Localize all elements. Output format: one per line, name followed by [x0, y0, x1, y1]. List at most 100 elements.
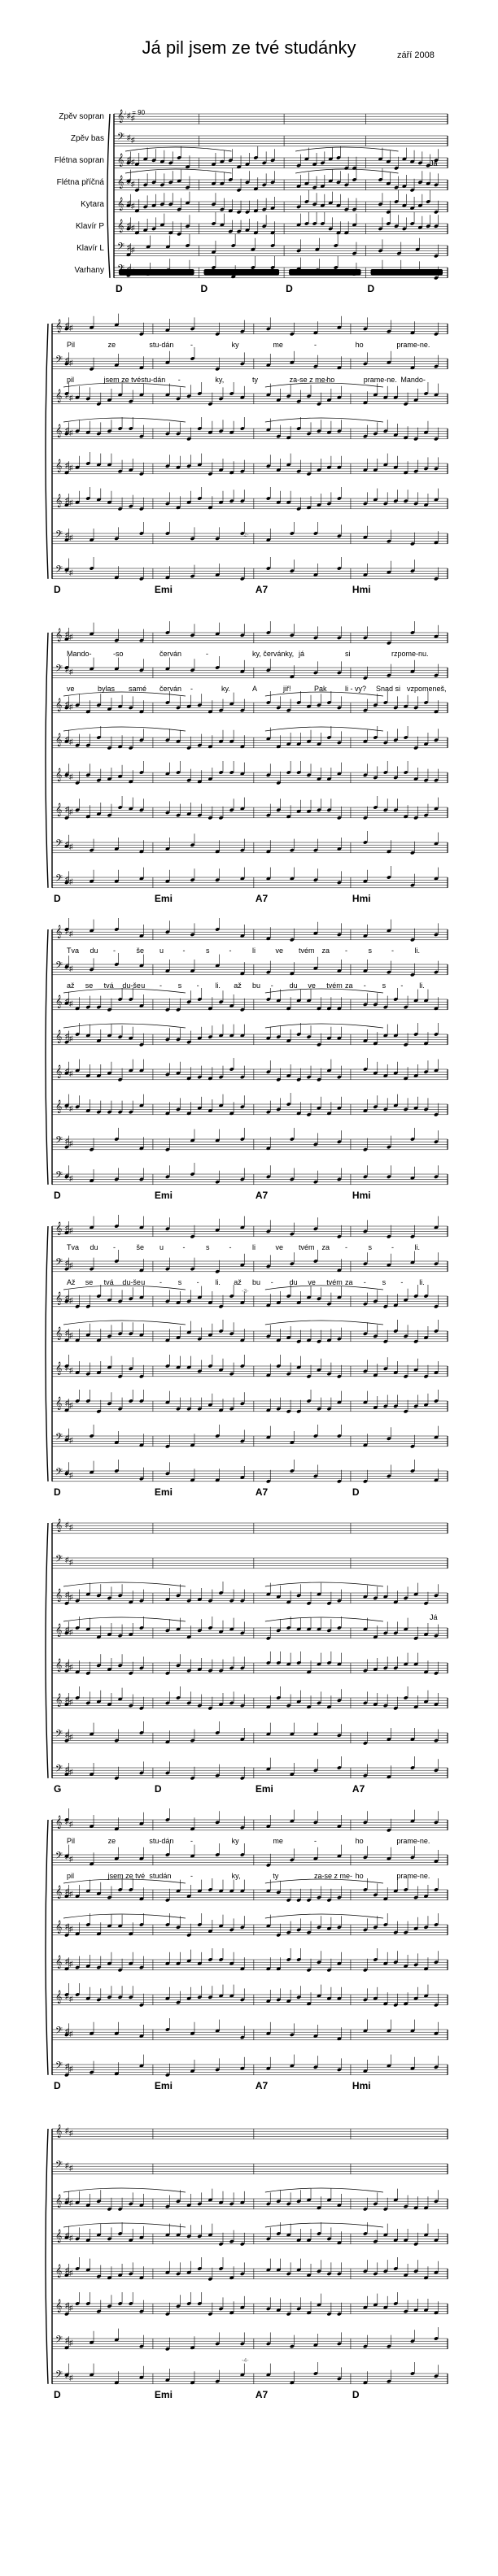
staff-line [52, 737, 448, 749]
chord-symbol: Hmi [352, 2079, 371, 2091]
notehead [186, 1407, 191, 1411]
notehead [266, 363, 271, 367]
notehead [373, 703, 378, 707]
notehead [229, 1407, 234, 1411]
sharp-icon: ♯ [65, 496, 69, 504]
notehead [402, 203, 407, 207]
sharp-icon: ♯ [127, 265, 131, 273]
notehead [404, 1409, 408, 1413]
notehead [107, 1703, 112, 1706]
notehead [337, 429, 342, 433]
sharp-icon: ♯ [65, 1329, 69, 1337]
notehead [326, 808, 332, 812]
lyric-syllable: li. [414, 1242, 421, 1251]
notehead [229, 1666, 234, 1670]
notehead [64, 2373, 69, 2377]
notehead [165, 701, 170, 704]
lyric-syllable: červán [159, 649, 182, 658]
lyric-syllable: s [382, 981, 387, 990]
notehead [215, 666, 220, 669]
notehead [434, 2003, 439, 2007]
notehead [286, 436, 291, 440]
notehead [197, 1337, 202, 1341]
sharp-icon: ♯ [65, 927, 69, 935]
notehead [90, 879, 94, 883]
notehead [317, 1077, 321, 1081]
sharp-icon: ♯ [69, 1331, 73, 1339]
notehead [286, 1930, 291, 1934]
sharp-icon: ♯ [69, 1855, 73, 1863]
lyric-syllable: u [141, 1277, 146, 1286]
notehead [165, 1267, 170, 1271]
notehead [337, 671, 342, 675]
notehead [307, 506, 312, 510]
notehead [107, 1110, 112, 1114]
notehead [413, 502, 418, 506]
slur [264, 2222, 383, 2228]
chord-symbol: Hmi [352, 892, 371, 904]
notehead [373, 2303, 378, 2307]
notehead [266, 2307, 271, 2311]
notehead [386, 210, 391, 214]
sharp-icon: ♯ [69, 877, 73, 886]
notehead [118, 1697, 123, 1701]
lyric-syllable: stu-dán [149, 1836, 174, 1845]
notehead [219, 429, 224, 433]
notehead [240, 848, 245, 852]
lyric-syllable: pil [67, 375, 75, 384]
staff-line [52, 1662, 448, 1674]
system-bracket [45, 2128, 49, 2384]
notehead [312, 185, 317, 189]
notehead [424, 2206, 429, 2210]
notehead [326, 430, 332, 434]
bass-clef-icon: 𝄢 [55, 663, 63, 676]
notehead [270, 231, 275, 235]
notehead [317, 503, 321, 507]
staff-line [52, 1330, 448, 1342]
notehead [290, 1773, 295, 1776]
staff-line [52, 1557, 448, 1569]
notehead [90, 1862, 94, 1866]
notehead [165, 1598, 170, 1601]
lyric-syllable: - [182, 946, 186, 955]
notehead [434, 807, 439, 811]
notehead [424, 1295, 429, 1298]
notehead [229, 1928, 234, 1932]
lyric-syllable: - [159, 1277, 162, 1286]
notehead [313, 2372, 318, 2375]
slur [63, 417, 186, 423]
notehead [404, 1627, 408, 1631]
notehead [186, 185, 190, 189]
notehead [434, 970, 439, 974]
notehead [363, 1998, 368, 2002]
notehead [424, 1336, 429, 1339]
lyric-syllable: ty [273, 1871, 279, 1880]
notehead [64, 538, 69, 542]
notehead [296, 1409, 301, 1413]
notehead [337, 1337, 342, 1341]
notehead [208, 1035, 212, 1039]
sharp-icon: ♯ [65, 2062, 69, 2070]
score-title: Já pil jsem ze tvé studánky [142, 37, 356, 58]
notehead [387, 1263, 391, 1267]
sharp-icon: ♯ [131, 136, 135, 144]
chord-symbol: D [54, 2388, 61, 2400]
notehead [317, 2206, 321, 2210]
notehead [317, 1297, 321, 1301]
notehead [286, 708, 291, 712]
notehead [317, 742, 321, 746]
notehead [139, 1477, 144, 1481]
notehead [208, 710, 212, 714]
notehead [118, 774, 123, 778]
notehead [410, 569, 415, 573]
notehead [410, 188, 415, 192]
notehead [64, 739, 69, 743]
notehead [266, 1967, 271, 1971]
notehead [240, 1704, 245, 1708]
notehead [96, 1635, 101, 1639]
notehead [434, 2200, 439, 2204]
lyric-syllable: jsem ze tvé [103, 375, 142, 384]
sharp-icon: ♯ [69, 1663, 73, 1671]
notehead [404, 736, 408, 739]
notehead [434, 1671, 439, 1675]
